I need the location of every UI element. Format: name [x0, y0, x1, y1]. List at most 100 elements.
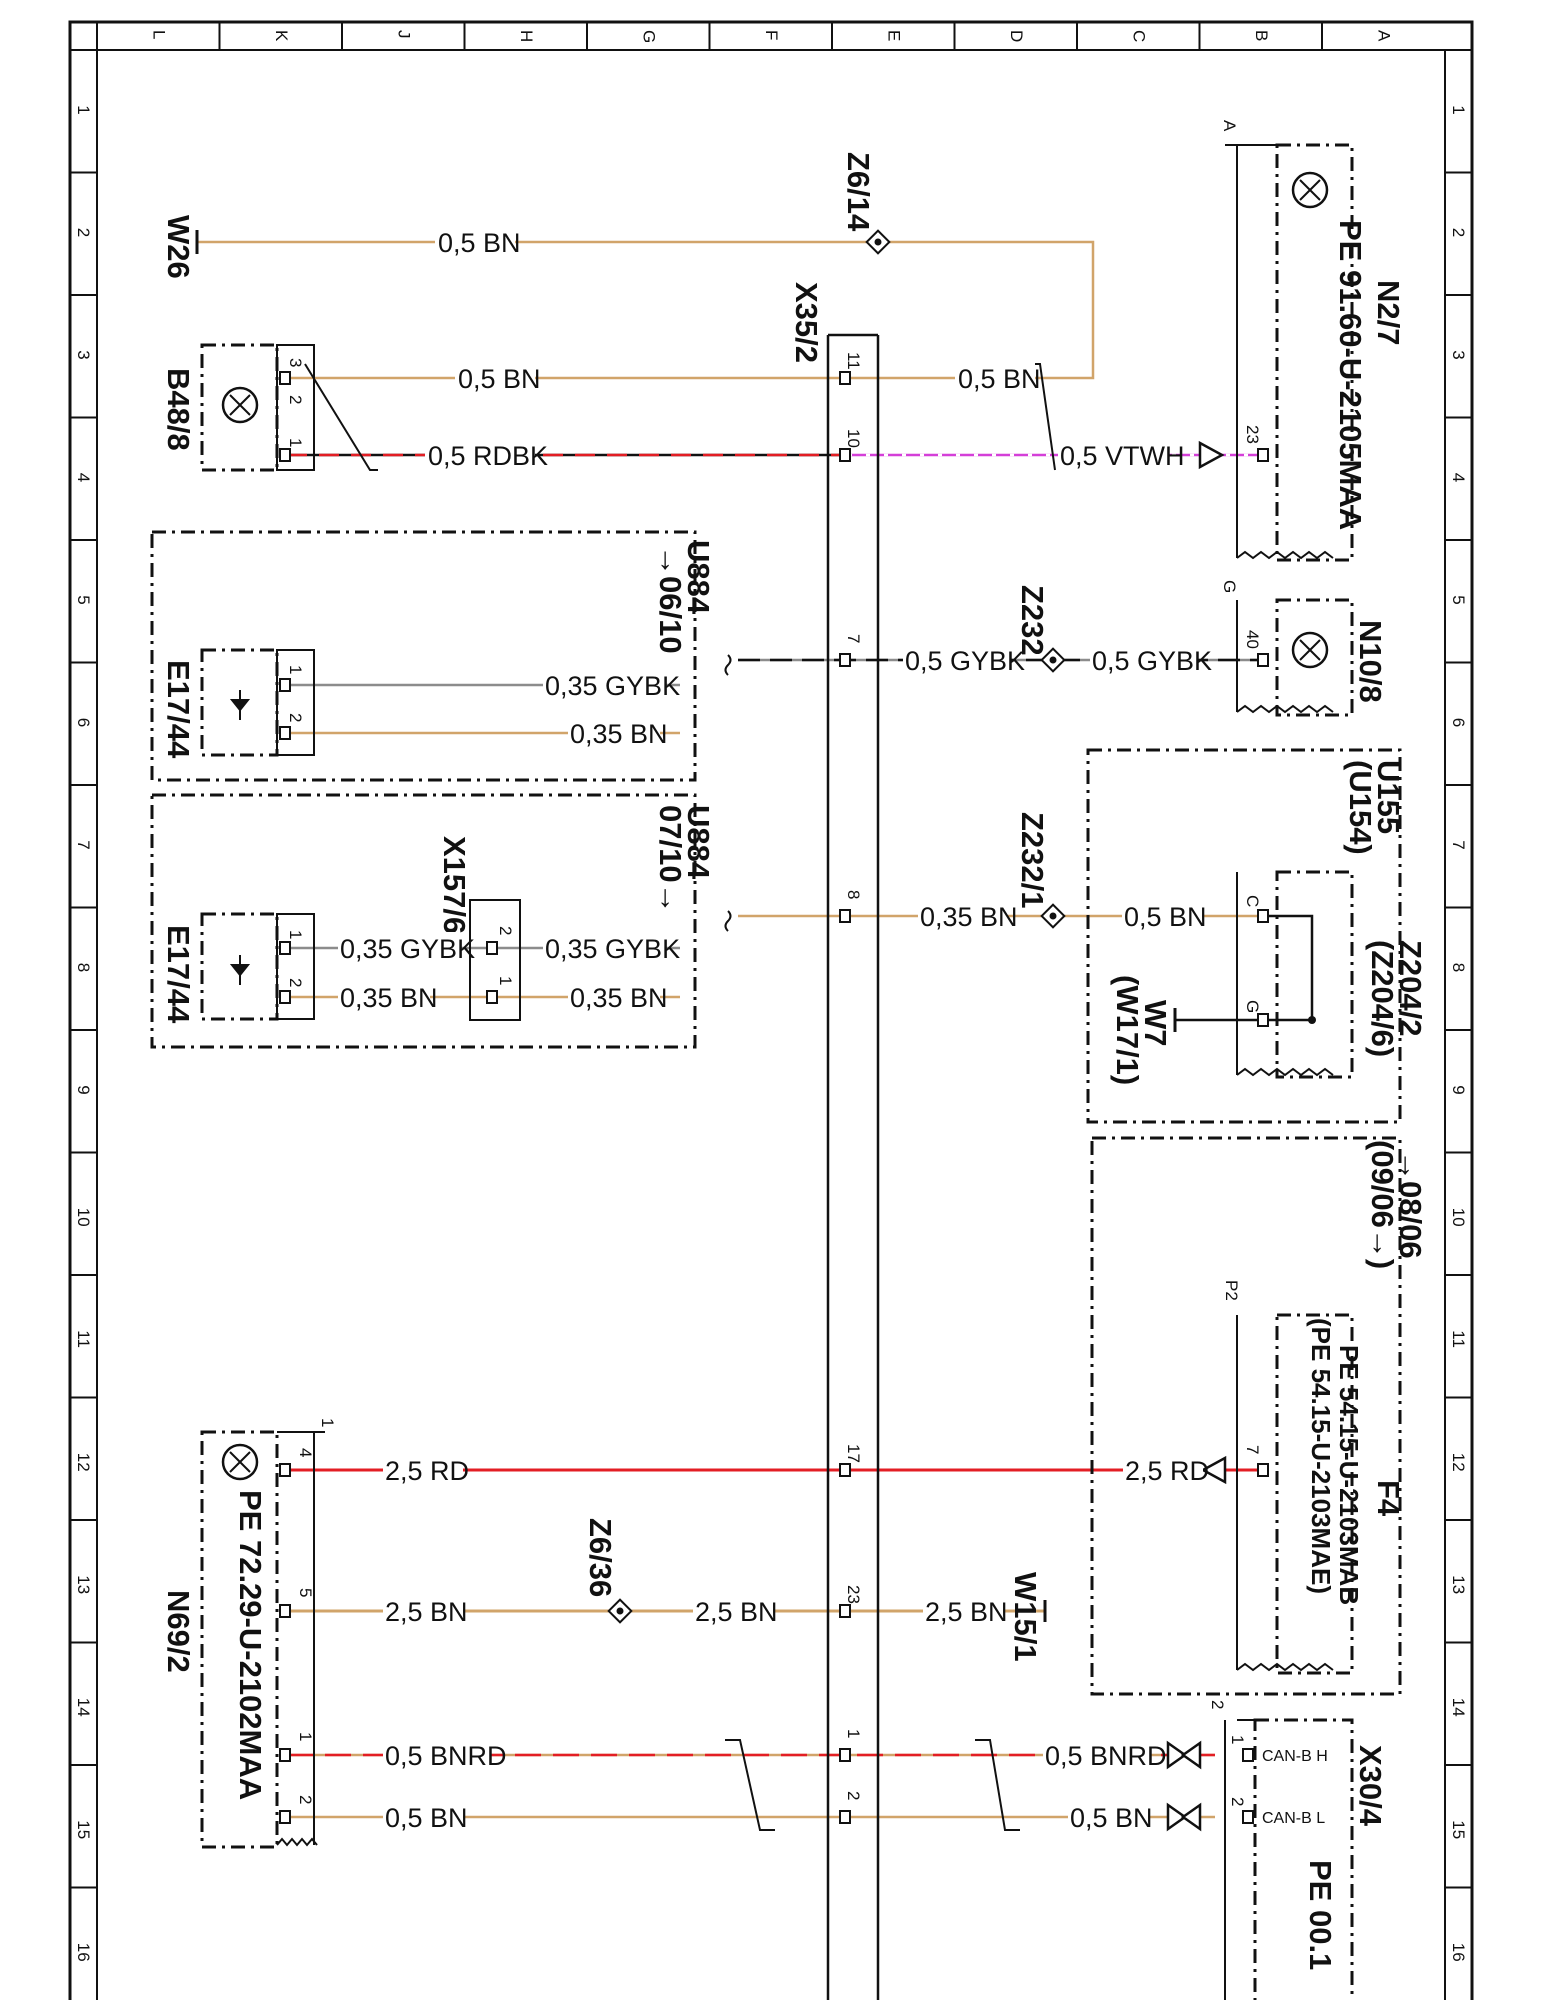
n10-8-pin: 40 — [1243, 630, 1262, 649]
b48-8-pin2: 2 — [286, 395, 305, 404]
x30-4-connector — [1166, 1718, 1354, 2000]
x157-6-pin2: 2 — [496, 926, 515, 935]
z6-14-label: Z6/14 — [841, 152, 876, 232]
n10-8-label: N10/8 — [1353, 620, 1388, 703]
z204-2-label: Z204/2 — [1393, 940, 1428, 1037]
x35-2-pin-socket — [839, 1748, 851, 1762]
z232-1-label: Z232/1 — [1015, 812, 1050, 909]
grid-col-label: A — [1374, 30, 1393, 42]
label-n69-can-bn: 0,5 BN — [385, 1803, 468, 1833]
w15-1-label: W15/1 — [1008, 1572, 1043, 1662]
u884-b-label: U884 — [681, 805, 716, 880]
n10-8-tag: G — [1220, 580, 1239, 593]
grid-row-label: 1 — [74, 105, 93, 114]
b48-8-pin3: 3 — [286, 358, 305, 367]
z232-label: Z232 — [1015, 585, 1050, 656]
x30-4-pin2: 2 — [1228, 1797, 1247, 1806]
grid-col-label: K — [272, 30, 291, 42]
x30-4-label: X30/4 — [1353, 1745, 1388, 1827]
e17-44-a-pin1: 1 — [286, 665, 305, 674]
wire-labels: 0,5 BN 0,5 BN 0,5 BN 0,5 RDBK 0,5 VTWH 0… — [338, 226, 1212, 1833]
grid-row-label: 8 — [1449, 963, 1468, 972]
label-x35-bn: 0,5 BN — [958, 364, 1041, 394]
x35-2-pin-number: 10 — [844, 429, 863, 448]
splice-z6-14 — [865, 229, 891, 255]
x35-2-pin-socket — [839, 448, 851, 462]
wire-w26 — [197, 240, 1095, 380]
n2-7-component — [1198, 143, 1354, 562]
splice-z232 — [1040, 647, 1066, 673]
f4-ref1: PE 54.15-U-2103MAB — [1334, 1345, 1364, 1605]
grid-row-label: 12 — [74, 1453, 93, 1472]
x35-2-pin-socket — [839, 1810, 851, 1824]
grid-row-label: 5 — [1449, 595, 1468, 604]
x35-2-pin-socket — [839, 1604, 851, 1618]
u884-group-a — [150, 530, 697, 782]
x35-2-pin-number: 7 — [844, 634, 863, 643]
grid-col-label: E — [884, 30, 903, 41]
x35-2-pin-socket — [839, 653, 851, 667]
n69-2-pin4: 4 — [296, 1448, 315, 1457]
n69-2-pin5: 5 — [296, 1588, 315, 1597]
grid-lines — [70, 22, 1472, 1889]
grid-row-label: 3 — [1449, 350, 1468, 359]
z6-36-label: Z6/36 — [583, 1518, 618, 1597]
label-z636-bn: 2,5 BN — [695, 1597, 778, 1627]
z204-6-label: (Z204/6) — [1365, 940, 1400, 1057]
grid-row-label: 12 — [1449, 1453, 1468, 1472]
can-b-l-label: CAN-B L — [1262, 1810, 1325, 1827]
x35-2-pin-number: 1 — [844, 1729, 863, 1738]
label-z232-1-bn-l: 0,35 BN — [920, 902, 1018, 932]
w17-1-label: (W17/1) — [1110, 975, 1145, 1085]
grid-col-label: J — [394, 30, 413, 39]
x30-4-ref: PE 00.1 — [1303, 1860, 1338, 1970]
u155-label: U155 — [1371, 760, 1406, 834]
grid-row-label: 15 — [74, 1820, 93, 1839]
splice-z232-1 — [1040, 903, 1066, 929]
n69-2-pin1: 1 — [296, 1732, 315, 1741]
label-n69-bnrd: 0,5 BNRD — [385, 1741, 507, 1771]
label-w26-bn: 0,5 BN — [438, 228, 521, 258]
label-e17b-gybk-l: 0,35 GYBK — [340, 934, 475, 964]
n69-2-ref: PE 72.29-U-2102MAA — [233, 1490, 268, 1800]
grid-row-label: 10 — [74, 1208, 93, 1227]
label-e17a-bn: 0,35 BN — [570, 719, 668, 749]
u155-variant-box — [1086, 748, 1402, 1124]
x35-2-pin-socket — [839, 1463, 851, 1477]
e17-44-b-pin1: 1 — [286, 930, 305, 939]
x30-4-tag: 2 — [1208, 1700, 1227, 1709]
grid-row-label: 8 — [74, 963, 93, 972]
grid-row-label: 15 — [1449, 1820, 1468, 1839]
grid-col-label: H — [517, 30, 536, 42]
x35-2-label: X35/2 — [789, 282, 824, 363]
grid-row-label: 14 — [74, 1698, 93, 1717]
label-n108-gybk-r: 0,5 GYBK — [1092, 646, 1212, 676]
f4-variant-box — [1090, 1136, 1402, 1696]
grid-col-label: G — [639, 30, 658, 43]
n69-2-label: N69/2 — [161, 1590, 196, 1673]
grid-row-label: 9 — [1449, 1085, 1468, 1094]
e17-44-a-pin2: 2 — [286, 713, 305, 722]
grid-row-label: 6 — [74, 718, 93, 727]
label-x304-bnrd: 0,5 BNRD — [1045, 1741, 1167, 1771]
w26-label: W26 — [161, 215, 196, 279]
x35-2-pin-number: 23 — [844, 1585, 863, 1604]
b48-8-component — [200, 343, 315, 472]
model-0806: →08/06 — [1393, 1150, 1428, 1259]
grid-row-label: 13 — [1449, 1575, 1468, 1594]
w7-label: W7 — [1138, 1000, 1173, 1047]
x35-2-connector — [826, 333, 880, 2000]
grid-col-label: D — [1007, 30, 1026, 42]
x35-2-pin-number: 17 — [844, 1444, 863, 1463]
n2-7-pin: 23 — [1243, 425, 1262, 444]
x35-2-pin-number: 8 — [844, 890, 863, 899]
grid-col-label: L — [149, 30, 168, 39]
label-w151-bn: 2,5 BN — [925, 1597, 1008, 1627]
u884-group-b — [150, 793, 697, 1049]
e17-44-a-label: E17/44 — [161, 660, 196, 759]
grid-row-label: 2 — [74, 228, 93, 237]
label-n27-vtwh: 0,5 VTWH — [1060, 441, 1185, 471]
grid-col-label: C — [1129, 30, 1148, 42]
model-0906: (09/06→) — [1365, 1140, 1400, 1269]
